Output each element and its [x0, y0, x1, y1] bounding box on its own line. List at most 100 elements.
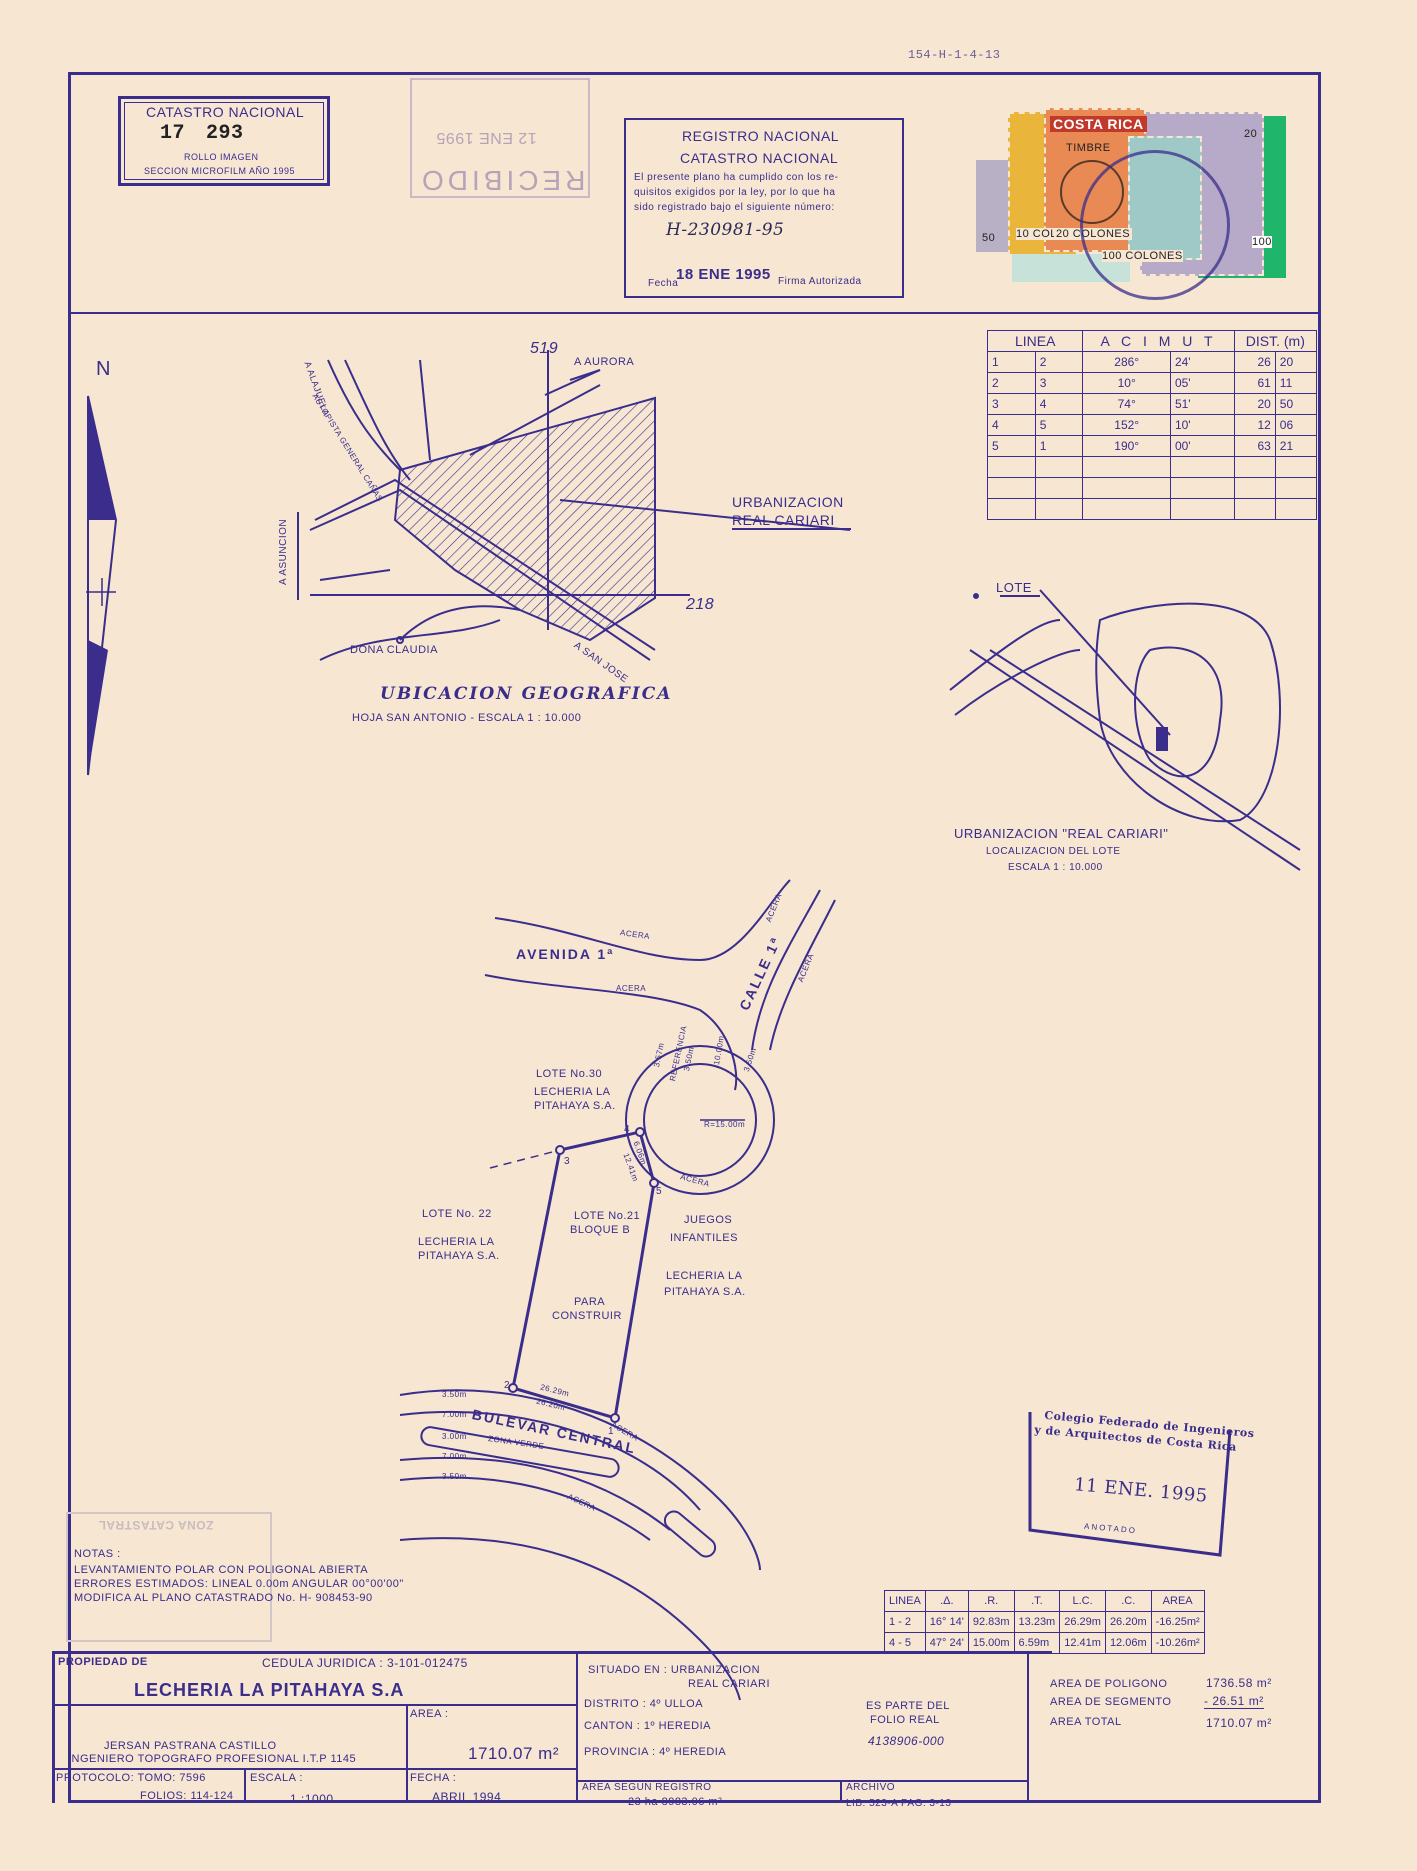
registro-stamp: [624, 118, 904, 298]
map-label-urbanizacion: URBANIZACION: [732, 494, 844, 510]
registro-area-label: AREA SEGUN REGISTRO: [582, 1782, 712, 1793]
drawing-frame: [68, 72, 1321, 1803]
radius-label: R=15.00m: [704, 1120, 746, 1129]
titleblock-div3: [406, 1704, 408, 1802]
vertex-label-3: 3: [564, 1156, 571, 1167]
protocolo: PROTOCOLO: TOMO: 7596: [56, 1772, 206, 1784]
map-label-asuncion: A ASUNCION: [278, 518, 289, 585]
vertex-5: [649, 1178, 659, 1188]
cell: 05': [1169, 372, 1235, 394]
catastro-number-a: 17: [160, 122, 186, 145]
archivo-value: LIB: 523-A PAG: 3-13: [846, 1798, 952, 1809]
fecha-label: FECHA :: [410, 1772, 457, 1784]
localizacion-sub1: LOCALIZACION DEL LOTE: [986, 846, 1121, 857]
titleblock-div1: [576, 1651, 578, 1803]
vertex-label-4: 4: [624, 1124, 631, 1135]
lot30-line3: PITAHAYA S.A.: [534, 1100, 616, 1112]
segmento-label: AREA DE SEGMENTO: [1050, 1696, 1172, 1708]
north-arrow-fill-lower: [88, 640, 108, 775]
stamp-brand: COSTA RICA: [1050, 116, 1147, 132]
catastro-line1: ROLLO IMAGEN: [184, 152, 259, 162]
registro-body2: quisitos exigidos por la ley, por lo que…: [634, 187, 836, 198]
column-header: .Δ.: [924, 1590, 969, 1612]
folio-line2: FOLIO REAL: [870, 1714, 940, 1726]
lot-marker: [1156, 727, 1168, 751]
vertex-label-1: 1: [608, 1426, 615, 1437]
lecheria-line1: LECHERIA LA: [666, 1270, 743, 1282]
zona-catastral-stamp: [66, 1512, 272, 1642]
stamp-value-20b: 20: [1244, 128, 1258, 140]
stamp-timbre: TIMBRE: [1066, 142, 1111, 154]
cell: 13.23m: [1013, 1611, 1061, 1633]
folios: FOLIOS: 114-124: [140, 1790, 234, 1802]
cell: 1 - 2: [884, 1611, 926, 1633]
cell: 21: [1274, 435, 1318, 457]
propiedad-label: PROPIEDAD DE: [58, 1656, 148, 1668]
plan-roads: [399, 879, 836, 1701]
lot22-line3: PITAHAYA S.A.: [418, 1250, 500, 1262]
registro-area-value: 23 ha 8983.06 m²: [628, 1796, 723, 1808]
margin-350a: 3.50m: [442, 1390, 467, 1399]
vertex-2: [508, 1383, 518, 1393]
registro-body1: El presente plano ha cumplido con los re…: [634, 172, 839, 183]
notes-line2: ERRORES ESTIMADOS: LINEAL 0.00m ANGULAR …: [74, 1578, 404, 1590]
vertex-label-2: 2: [504, 1380, 511, 1391]
titleblock-div4: [244, 1768, 246, 1802]
notes-line1: LEVANTAMIENTO POLAR CON POLIGONAL ABIERT…: [74, 1564, 369, 1576]
registro-body3: sido registrado bajo el siguiente número…: [634, 202, 835, 213]
cell: 12.41m: [1059, 1632, 1106, 1654]
cell: 26.20m: [1104, 1611, 1152, 1633]
cedula-juridica: CEDULA JURIDICA : 3-101-012475: [262, 1656, 468, 1670]
curve-table: LINEA .Δ. .R. .T. L.C. .C. AREA 1 - 2 16…: [884, 1590, 1205, 1654]
cell: -16.25m²: [1150, 1611, 1205, 1633]
grid-label-218: 218: [686, 596, 715, 613]
juegos-line1: JUEGOS: [684, 1214, 733, 1226]
registro-title2: CATASTRO NACIONAL: [680, 150, 839, 166]
column-header: .T.: [1013, 1590, 1061, 1612]
lot21-line2: BLOQUE B: [570, 1224, 631, 1236]
cell: 286°: [1082, 351, 1171, 373]
table-row: [987, 456, 1318, 478]
urbanization-parcel: [393, 396, 656, 642]
margin-700b: 7.00m: [442, 1452, 467, 1461]
escala-value: 1 :1000: [290, 1792, 334, 1806]
cell: 10°: [1082, 372, 1171, 394]
titleblock-div5: [840, 1780, 842, 1802]
catastro-stamp: [118, 96, 330, 186]
north-arrow-fill: [88, 396, 116, 520]
cell: 00': [1169, 435, 1235, 457]
escala-label: ESCALA :: [250, 1772, 303, 1784]
vertex-label-5: 5: [656, 1186, 663, 1197]
archivo-label: ARCHIVO: [846, 1782, 896, 1793]
cell: 24': [1169, 351, 1235, 373]
cell: 4 - 5: [884, 1632, 926, 1654]
vertex-1: [610, 1413, 620, 1423]
column-header: L.C.: [1059, 1590, 1106, 1612]
titleblock-row1: [52, 1704, 576, 1706]
canton: CANTON : 1º HEREDIA: [584, 1720, 712, 1732]
margin-350b: 3.50m: [442, 1472, 467, 1481]
street-avenida: AVENIDA 1ª: [516, 946, 615, 962]
document-reference: 154-H-1-4-13: [908, 48, 1001, 62]
catastro-number-b: 293: [206, 122, 244, 145]
margin-300: 3.00m: [442, 1432, 467, 1441]
recibido-stamp: [410, 78, 590, 198]
distrito: DISTRITO : 4º ULLOA: [584, 1698, 704, 1710]
engineer-title: INGENIERO TOPOGRAFO PROFESIONAL I.T.P 11…: [68, 1753, 357, 1765]
fecha-value: ABRIL 1994: [432, 1790, 502, 1804]
lecheria-line2: PITAHAYA S.A.: [664, 1286, 746, 1298]
vertex-3: [555, 1145, 565, 1155]
area-label: AREA :: [410, 1708, 449, 1720]
ubicacion-subtitle: HOJA SAN ANTONIO - ESCALA 1 : 10.000: [352, 712, 582, 724]
folio-number: 4138906-000: [868, 1734, 945, 1748]
cell: 20: [1274, 351, 1318, 373]
sidewalk-label: ACERA: [616, 984, 647, 993]
lot22-line2: LECHERIA LA: [418, 1236, 495, 1248]
poligono-label: AREA DE POLIGONO: [1050, 1678, 1168, 1690]
colegio-stamp: [1028, 1412, 1232, 1557]
cell: -10.26m²: [1150, 1632, 1205, 1654]
titleblock-left: [52, 1651, 55, 1803]
